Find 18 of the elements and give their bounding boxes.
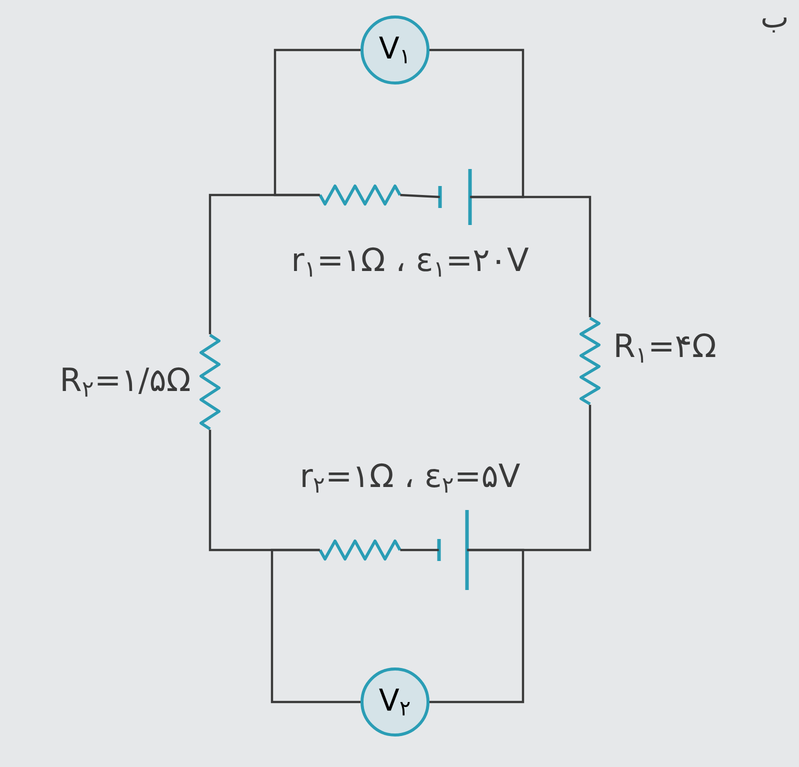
resistor-symbol <box>318 540 402 560</box>
component-label: r$_{۲}$=۱Ω ، ε$_{۲}$=۵V <box>302 463 520 493</box>
part-label: ب <box>762 18 787 32</box>
wire <box>470 196 592 318</box>
wire <box>430 548 524 704</box>
battery-symbol <box>437 508 469 592</box>
wire <box>400 548 439 552</box>
component-label: R$_{۱}$=۴Ω <box>616 333 716 363</box>
battery-symbol <box>438 167 472 227</box>
wire <box>274 48 360 196</box>
wire <box>400 194 440 198</box>
resistor-symbol <box>318 184 402 206</box>
wire <box>270 548 360 704</box>
resistor-symbol <box>580 316 600 406</box>
resistor-symbol <box>200 334 220 430</box>
wire <box>430 48 524 198</box>
component-label: R$_{۲}$=۱/۵Ω <box>62 367 190 397</box>
component-label: r$_{۱}$=۱Ω ، ε$_{۱}$=۲۰V <box>294 247 529 277</box>
